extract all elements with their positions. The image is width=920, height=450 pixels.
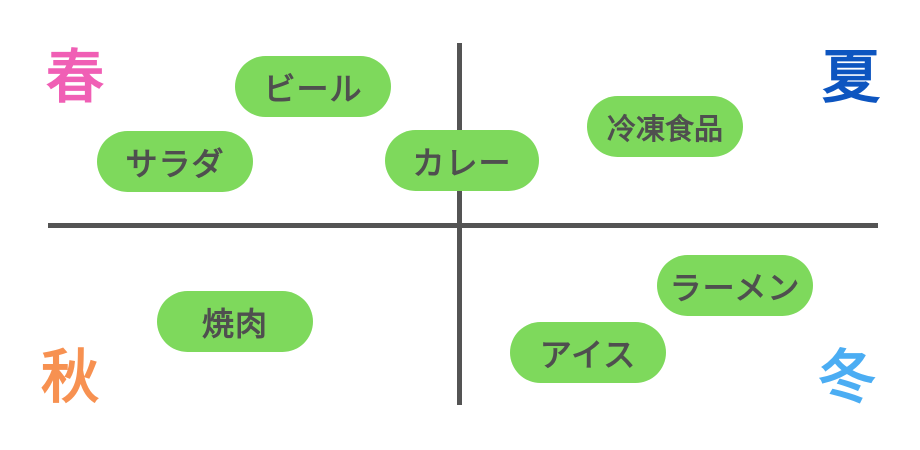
quadrant-label-summer: 夏	[822, 43, 881, 111]
item-pill-label: ビール	[263, 69, 363, 108]
item-pill-salad[interactable]: サラダ	[97, 131, 253, 192]
quadrant-label-winter: 冬	[818, 343, 877, 411]
item-pill-ramen[interactable]: ラーメン	[657, 255, 813, 316]
horizontal-axis-line	[48, 223, 878, 228]
item-pill-label: アイス	[539, 335, 637, 374]
quadrant-label-spring: 春	[46, 43, 105, 111]
item-pill-label: サラダ	[125, 144, 225, 183]
item-pill-label: ラーメン	[669, 268, 801, 307]
item-pill-ice-cream[interactable]: アイス	[510, 322, 666, 383]
item-pill-frozen-food[interactable]: 冷凍食品	[587, 96, 743, 157]
item-pill-yakiniku[interactable]: 焼肉	[157, 291, 313, 352]
item-pill-beer[interactable]: ビール	[235, 56, 391, 117]
item-pill-label: 焼肉	[201, 304, 268, 343]
item-pill-curry[interactable]: カレー	[385, 130, 539, 191]
quadrant-label-autumn: 秋	[41, 343, 100, 411]
vertical-axis-line	[457, 43, 462, 405]
item-pill-label: 冷凍食品	[606, 111, 723, 146]
item-pill-label: カレー	[412, 143, 512, 182]
